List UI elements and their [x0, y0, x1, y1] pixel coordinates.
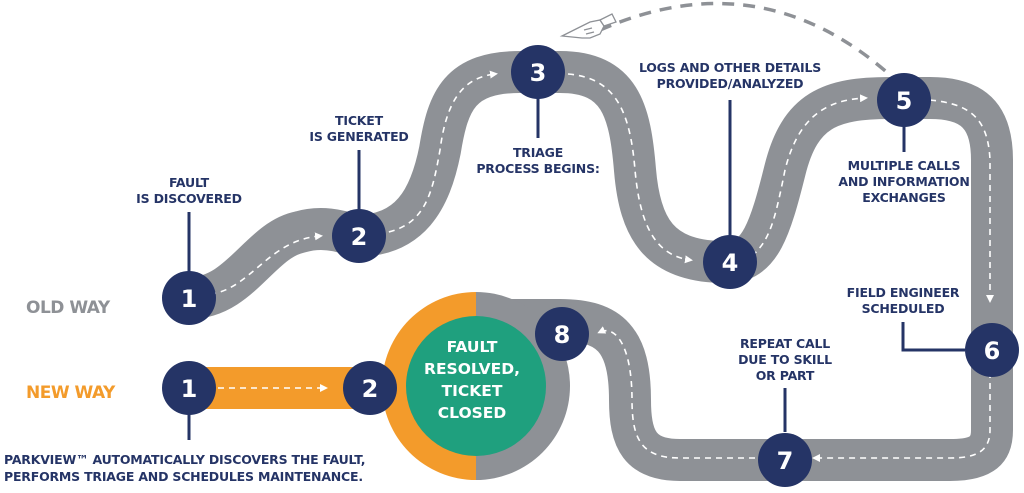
old-way-label: OLD WAY [26, 298, 110, 318]
road-dash-5-6 [929, 99, 994, 303]
old-way-step-2-circle [332, 209, 386, 263]
step-3-label: TRIAGE PROCESS BEGINS: [476, 145, 600, 176]
road-dash-6-7 [812, 372, 991, 462]
outcome-text: FAULT RESOLVED, TICKET CLOSED [424, 338, 520, 422]
old-way-step-2: 2 [332, 209, 386, 263]
step-4-label: LOGS AND OTHER DETAILS PROVIDED/ANALYZED [638, 60, 822, 91]
old-way-step-1-number: 1 [181, 285, 198, 313]
old-way-step-7-number: 7 [777, 447, 794, 475]
old-way-step-1-circle [162, 271, 216, 325]
road-dash-1-2 [209, 232, 323, 295]
old-way-step-3-circle [511, 45, 565, 99]
old-way-step-3: 3 [511, 45, 565, 99]
old-way-step-4-circle [703, 235, 757, 289]
step-1-label: FAULT IS DISCOVERED [136, 175, 242, 206]
road-dash-4-5 [751, 94, 868, 257]
new-way-step-1: 1 [162, 361, 216, 415]
road-dash-7-8 [597, 326, 755, 459]
old-way-step-6-circle [965, 323, 1019, 377]
old-way-step-7-circle [758, 433, 812, 487]
new-way-step-2-circle [343, 361, 397, 415]
new-way-step-2-number: 2 [362, 375, 379, 403]
old-way-step-7: 7 [758, 433, 812, 487]
old-way-step-1: 1 [162, 271, 216, 325]
old-way-step-8-circle [535, 307, 589, 361]
step-2-label: TICKET IS GENERATED [309, 113, 409, 144]
new-way-label: NEW WAY [26, 383, 115, 403]
step-5-label: MULTIPLE CALLS AND INFORMATION EXCHANGES [838, 158, 970, 205]
pointing-hand-icon [559, 13, 617, 39]
old-way-step-8-number: 8 [554, 321, 571, 349]
new-way-step-1-circle [162, 361, 216, 415]
old-way-step-4: 4 [703, 235, 757, 289]
old-way-step-5-circle [877, 73, 931, 127]
old-way-step-5-number: 5 [896, 87, 913, 115]
old-way-step-8: 8 [535, 307, 589, 361]
outcome-circle [406, 316, 546, 456]
leader-line-6 [901, 322, 965, 352]
old-way-step-2-number: 2 [351, 223, 368, 251]
road-dash-2-3 [377, 70, 498, 235]
old-way-step-3-number: 3 [530, 59, 547, 87]
old-way-step-5: 5 [877, 73, 931, 127]
new-way-step-1-number: 1 [181, 375, 198, 403]
old-way-step-6-number: 6 [984, 337, 1001, 365]
step-7-label: REPEAT CALL DUE TO SKILL OR PART [738, 336, 832, 383]
loop-back-arc [599, 1, 892, 77]
old-way-step-4-number: 4 [722, 249, 739, 277]
new-way-description: PARKVIEW™ AUTOMATICALLY DISCOVERS THE FA… [4, 452, 366, 484]
new-way-step-2: 2 [343, 361, 397, 415]
old-way-step-6: 6 [965, 323, 1019, 377]
step-6-label: FIELD ENGINEER SCHEDULED [846, 285, 960, 316]
road-dash-3-4 [567, 73, 693, 264]
